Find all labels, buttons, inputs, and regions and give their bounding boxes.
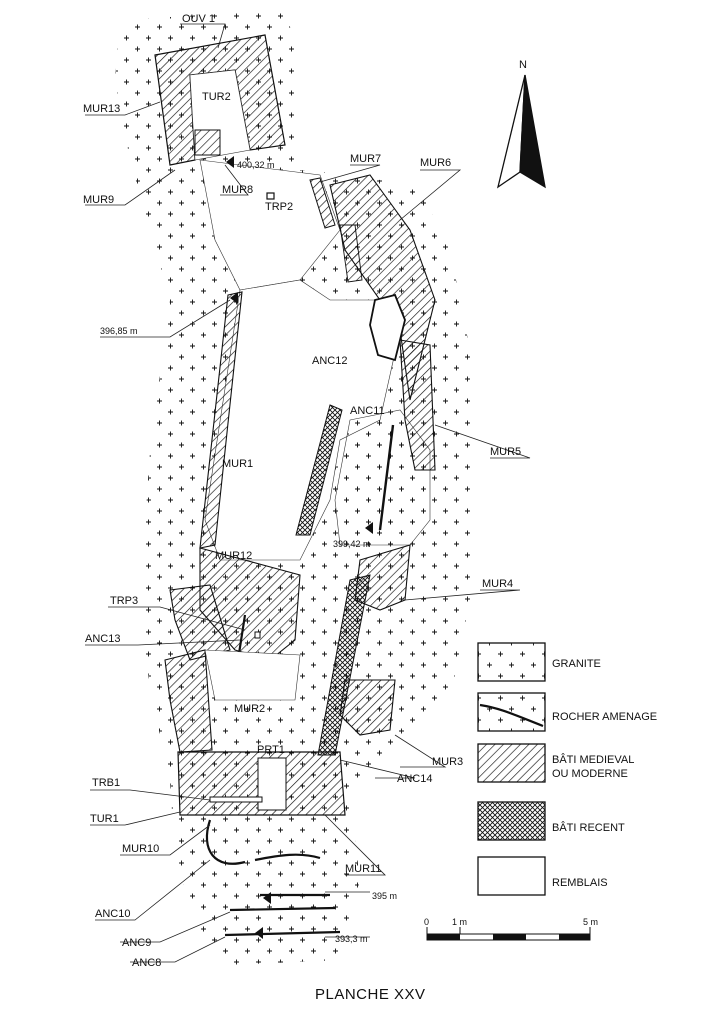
label-mur1: MUR1 (222, 458, 253, 470)
mur5-wall (399, 339, 436, 471)
trp2-marker (266, 192, 275, 200)
bati-recent-strip (295, 404, 343, 536)
legend-medieval-label-1: BÂTI MEDIEVAL (552, 753, 634, 766)
elevation-e3: 399,42 m (333, 539, 371, 549)
elevation-e5: 393,3 m (335, 934, 368, 944)
label-mur8: MUR8 (222, 184, 253, 196)
label-mur6: MUR6 (420, 157, 451, 169)
legend: GRANITE ROCHER AMENAGE BÂTI MEDIEVAL OU … (477, 642, 657, 896)
label-anc10: ANC10 (95, 908, 130, 920)
label-anc8: ANC8 (132, 957, 161, 969)
legend-rocher-swatch (477, 692, 546, 732)
label-tur2: TUR2 (202, 91, 231, 103)
label-mur9: MUR9 (83, 194, 114, 206)
legend-recent-swatch (477, 801, 546, 841)
trb1-slot (209, 796, 263, 803)
legend-granite-swatch (477, 642, 546, 682)
label-mur3: MUR3 (432, 756, 463, 768)
elevation-e4: 395 m (372, 891, 397, 901)
elevation-marker (255, 927, 263, 939)
mur2-inner (204, 649, 301, 701)
anc-south-curve (205, 819, 246, 865)
scale-one: 1 m (452, 917, 467, 927)
label-trb1: TRB1 (92, 777, 120, 789)
north-arrow: N (496, 59, 546, 189)
plate-title: PLANCHE XXV (315, 986, 426, 1003)
elevation-marker (226, 156, 234, 168)
elevation-marker (263, 892, 271, 904)
leader-line (85, 101, 161, 116)
label-mur2: MUR2 (234, 703, 265, 715)
anc11-line (378, 424, 395, 531)
leader-line (339, 759, 416, 779)
bati-recent-small (339, 224, 363, 283)
leader-line (100, 299, 231, 338)
trp3-marker (254, 631, 261, 639)
scale-segment (493, 934, 526, 940)
anc10-line (254, 853, 321, 862)
legend-granite-label: GRANITE (552, 658, 601, 670)
label-trp2: TRP2 (265, 201, 293, 213)
mur7-wall (309, 177, 336, 229)
leader-line (180, 23, 226, 49)
leader-line (120, 911, 231, 943)
label-mur4: MUR4 (482, 578, 513, 590)
leader-line (399, 169, 462, 221)
label-mur10: MUR10 (122, 843, 159, 855)
label-anc13: ANC13 (85, 633, 120, 645)
label-anc9: ANC9 (122, 937, 151, 949)
mur3-wall (339, 679, 396, 736)
label-prt1: PRT1 (257, 744, 285, 756)
leader-line (108, 606, 246, 631)
leader-line (130, 936, 226, 963)
label-mur12: MUR12 (215, 550, 252, 562)
legend-medieval-label-2: OU MODERNE (552, 768, 628, 780)
anc12-outline (369, 293, 406, 362)
prt1-opening (257, 757, 287, 811)
leader-line (324, 814, 386, 876)
legend-remblais-label: REMBLAIS (552, 877, 608, 889)
anc8-line (224, 930, 341, 937)
scale-segment (559, 934, 590, 940)
elevation-e1: 400,32 m (237, 160, 275, 170)
north-label: N (519, 59, 527, 71)
scale-bar: 0 1 m 5 m (424, 917, 598, 941)
legend-medieval-swatch (477, 743, 546, 783)
leader-line (90, 811, 181, 826)
legend-rocher-line (479, 703, 544, 728)
elevation-marker (230, 292, 238, 304)
leader-line (85, 169, 176, 206)
scale-segment (427, 934, 460, 940)
leader-line (404, 589, 521, 601)
mur8-block (194, 129, 221, 156)
leader-line (434, 424, 531, 459)
elevation-marker (365, 522, 373, 534)
leader-line (85, 639, 241, 646)
label-anc11: ANC11 (350, 405, 385, 417)
leader-line (90, 789, 211, 801)
elevation-e2: 396,85 m (100, 326, 138, 336)
label-ouv1: OUV 1 (182, 13, 215, 25)
legend-remblais-swatch (477, 856, 546, 896)
leader-line (95, 859, 211, 921)
label-tur1: TUR1 (90, 813, 119, 825)
label-mur7: MUR7 (350, 153, 381, 165)
label-trp3: TRP3 (110, 595, 138, 607)
leader-line (120, 824, 211, 856)
label-mur13: MUR13 (83, 103, 120, 115)
label-anc12: ANC12 (312, 355, 347, 367)
label-mur11: MUR11 (345, 863, 381, 875)
leader-line (220, 164, 249, 196)
leader-line (394, 734, 447, 768)
anc9-line (229, 906, 336, 912)
label-mur5: MUR5 (490, 446, 521, 458)
legend-rocher-label: ROCHER AMENAGE (552, 711, 657, 723)
label-anc14: ANC14 (397, 773, 432, 785)
leader-line (319, 164, 381, 183)
scale-five: 5 m (583, 917, 598, 927)
mur2-wall (164, 649, 213, 753)
legend-recent-label: BÂTI RECENT (552, 821, 625, 834)
scale-zero: 0 (424, 917, 429, 927)
